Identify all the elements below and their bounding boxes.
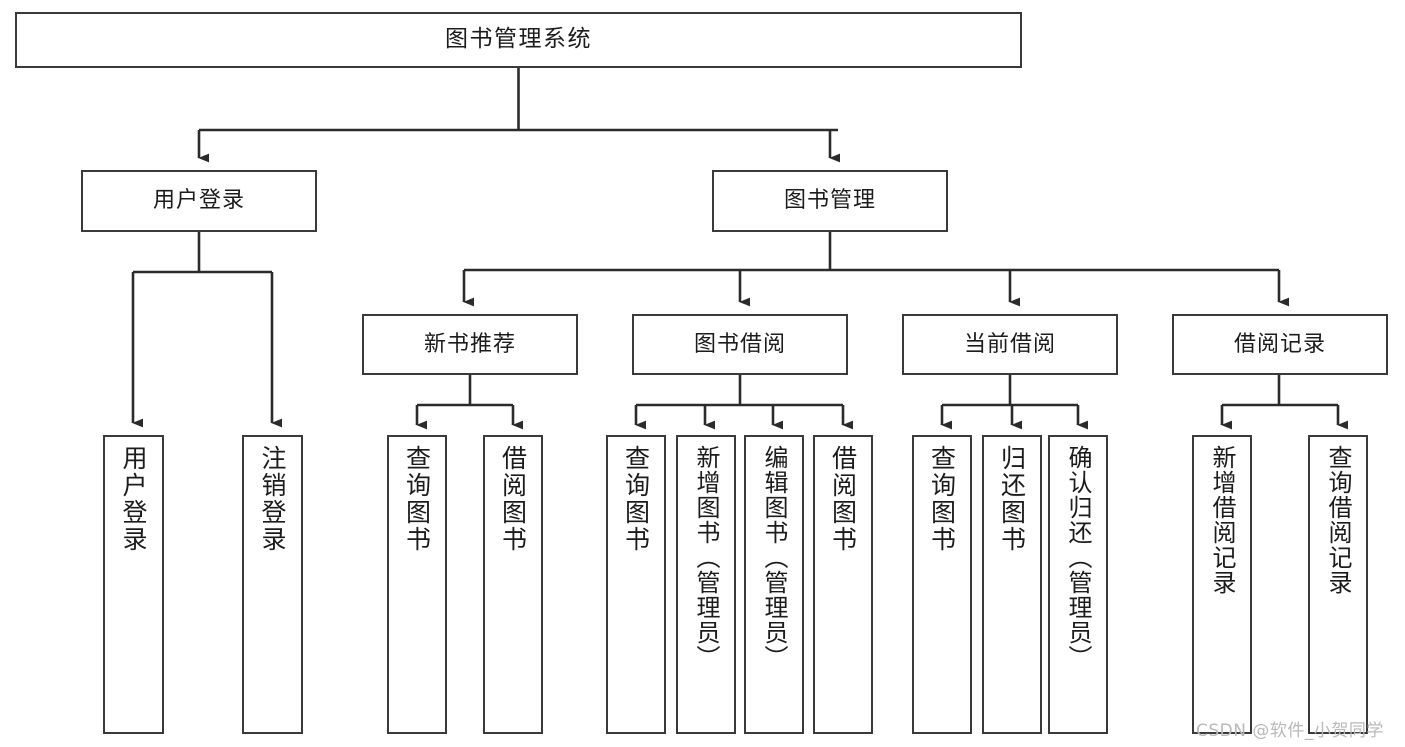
node-current-borrow[interactable]: 当前借阅 (902, 314, 1118, 375)
leaf-logout[interactable]: 注销登录 (242, 435, 303, 734)
node-label: 查询图书 (621, 445, 651, 553)
node-label: 注销登录 (258, 445, 287, 553)
node-root-book-management-system[interactable]: 图书管理系统 (15, 12, 1022, 68)
leaf-br-query-record[interactable]: 查询借阅记录 (1308, 435, 1368, 734)
node-label: 借阅记录 (1233, 331, 1326, 357)
node-label: 归还图书 (997, 445, 1027, 553)
node-label: 查询借阅记录 (1324, 445, 1352, 595)
node-label: 查询图书 (927, 445, 957, 553)
node-label: 查询图书 (402, 445, 432, 553)
node-label: 用户登录 (152, 188, 245, 214)
node-label: 新增借阅记录 (1208, 445, 1236, 595)
node-label: 图书借阅 (693, 331, 786, 357)
leaf-bb-edit-book-admin[interactable]: 编辑图书（管理员） (744, 435, 804, 734)
node-label: 用户登录 (119, 445, 148, 553)
node-label: 借阅图书 (498, 445, 528, 553)
leaf-nb-borrow-books[interactable]: 借阅图书 (483, 435, 543, 734)
node-label: 图书管理 (783, 188, 876, 214)
node-book-borrow[interactable]: 图书借阅 (632, 314, 848, 375)
node-label: 确认归还（管理员） (1064, 445, 1092, 670)
node-label: 新增图书（管理员） (692, 445, 720, 670)
leaf-cb-confirm-return-admin[interactable]: 确认归还（管理员） (1048, 435, 1108, 734)
leaf-cb-return-books[interactable]: 归还图书 (982, 435, 1042, 734)
leaf-cb-query-books[interactable]: 查询图书 (912, 435, 972, 734)
leaf-bb-borrow-books[interactable]: 借阅图书 (813, 435, 873, 734)
csdn-watermark: CSDN @软件_小贺同学 (1196, 721, 1384, 741)
leaf-nb-query-books[interactable]: 查询图书 (387, 435, 447, 734)
node-book-management[interactable]: 图书管理 (712, 170, 948, 232)
node-borrow-record[interactable]: 借阅记录 (1172, 314, 1388, 375)
node-label: 当前借阅 (963, 331, 1056, 357)
leaf-br-add-record[interactable]: 新增借阅记录 (1192, 435, 1252, 734)
node-label: 编辑图书（管理员） (760, 445, 788, 670)
leaf-user-login[interactable]: 用户登录 (103, 435, 164, 734)
node-label: 新书推荐 (423, 331, 516, 357)
leaf-bb-add-book-admin[interactable]: 新增图书（管理员） (676, 435, 736, 734)
node-new-book-recommend[interactable]: 新书推荐 (362, 314, 578, 375)
node-label: 图书管理系统 (445, 26, 592, 53)
leaf-bb-query-books[interactable]: 查询图书 (606, 435, 666, 734)
node-user-login[interactable]: 用户登录 (81, 170, 317, 232)
node-label: 借阅图书 (828, 445, 858, 553)
